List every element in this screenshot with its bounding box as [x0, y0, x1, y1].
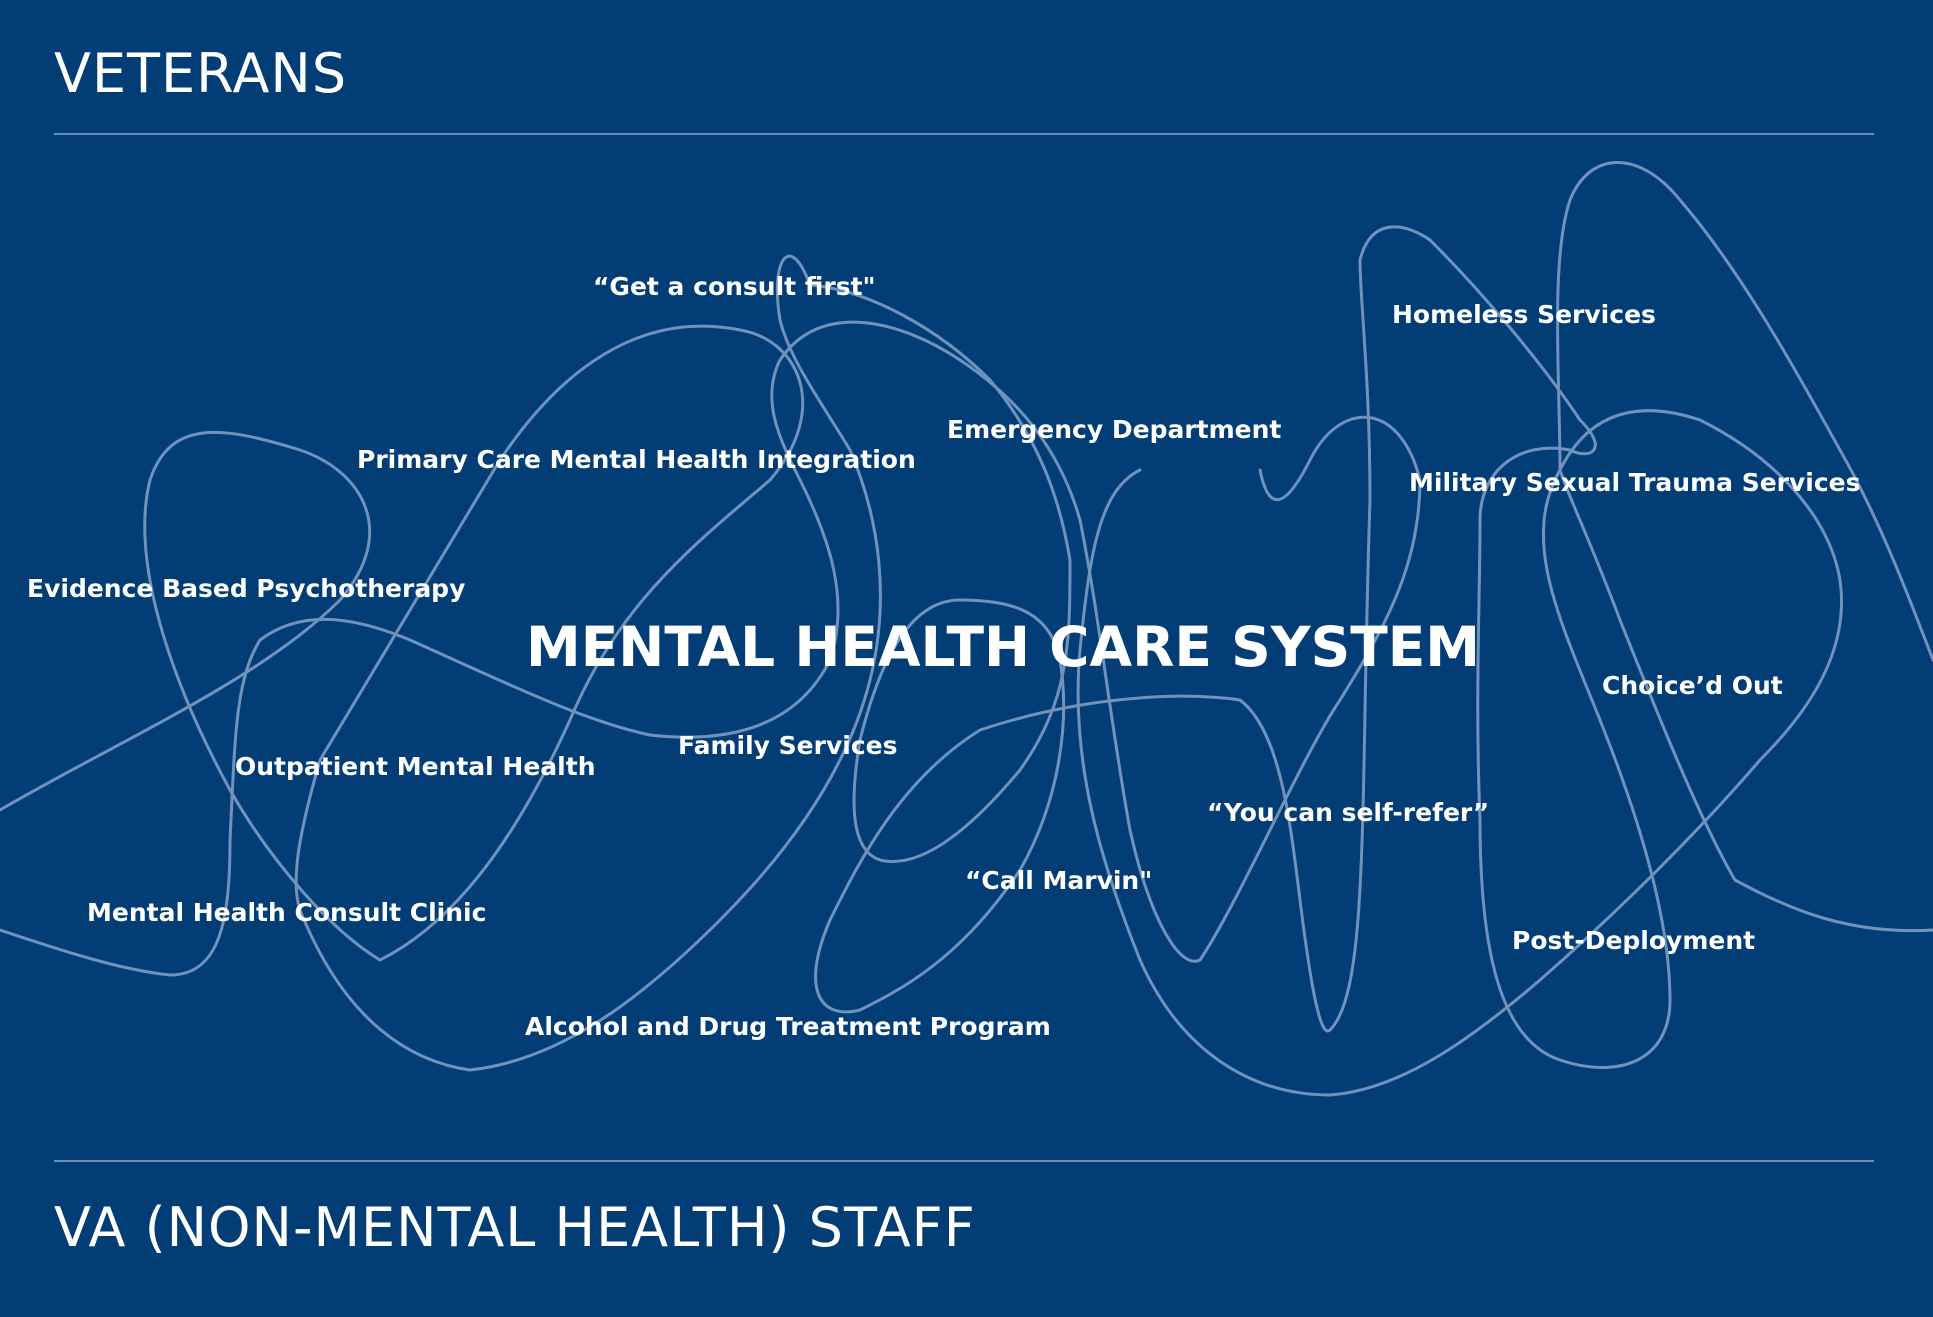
- bottom-divider: [54, 1160, 1874, 1162]
- label-call-marvin: “Call Marvin": [965, 866, 1153, 895]
- scribble-path-5: [1556, 161, 1933, 662]
- label-outpatient-mental-health: Outpatient Mental Health: [235, 752, 596, 781]
- label-alcohol-and-drug-treatment-program: Alcohol and Drug Treatment Program: [525, 1012, 1051, 1041]
- scribble-path-4: [1076, 238, 1843, 1097]
- label-military-sexual-trauma-services: Military Sexual Trauma Services: [1409, 468, 1861, 497]
- veterans-heading: VETERANS: [54, 42, 348, 105]
- label-homeless-services: Homeless Services: [1392, 300, 1656, 329]
- mental-health-care-system-title: MENTAL HEALTH CARE SYSTEM: [526, 615, 1481, 679]
- label-family-services: Family Services: [678, 731, 898, 760]
- label-mental-health-consult-clinic: Mental Health Consult Clinic: [87, 898, 487, 927]
- va-staff-heading: VA (NON-MENTAL HEALTH) STAFF: [54, 1196, 976, 1259]
- label-you-can-self-refer: “You can self-refer”: [1207, 798, 1490, 827]
- scribble-path-1: [0, 324, 872, 1072]
- scribble-path-6: [1558, 468, 1933, 933]
- label-emergency-department: Emergency Department: [947, 415, 1282, 444]
- label-choiced-out: Choice’d Out: [1602, 671, 1783, 700]
- label-primary-care-mental-health-integration: Primary Care Mental Health Integration: [357, 445, 916, 474]
- scribble-path-7: [775, 254, 882, 682]
- label-post-deployment: Post-Deployment: [1512, 926, 1756, 955]
- top-divider: [54, 133, 1874, 135]
- scribble-path-3: [808, 225, 1432, 1033]
- label-get-a-consult-first: “Get a consult first": [593, 272, 876, 301]
- label-evidence-based-psychotherapy: Evidence Based Psychotherapy: [27, 574, 466, 603]
